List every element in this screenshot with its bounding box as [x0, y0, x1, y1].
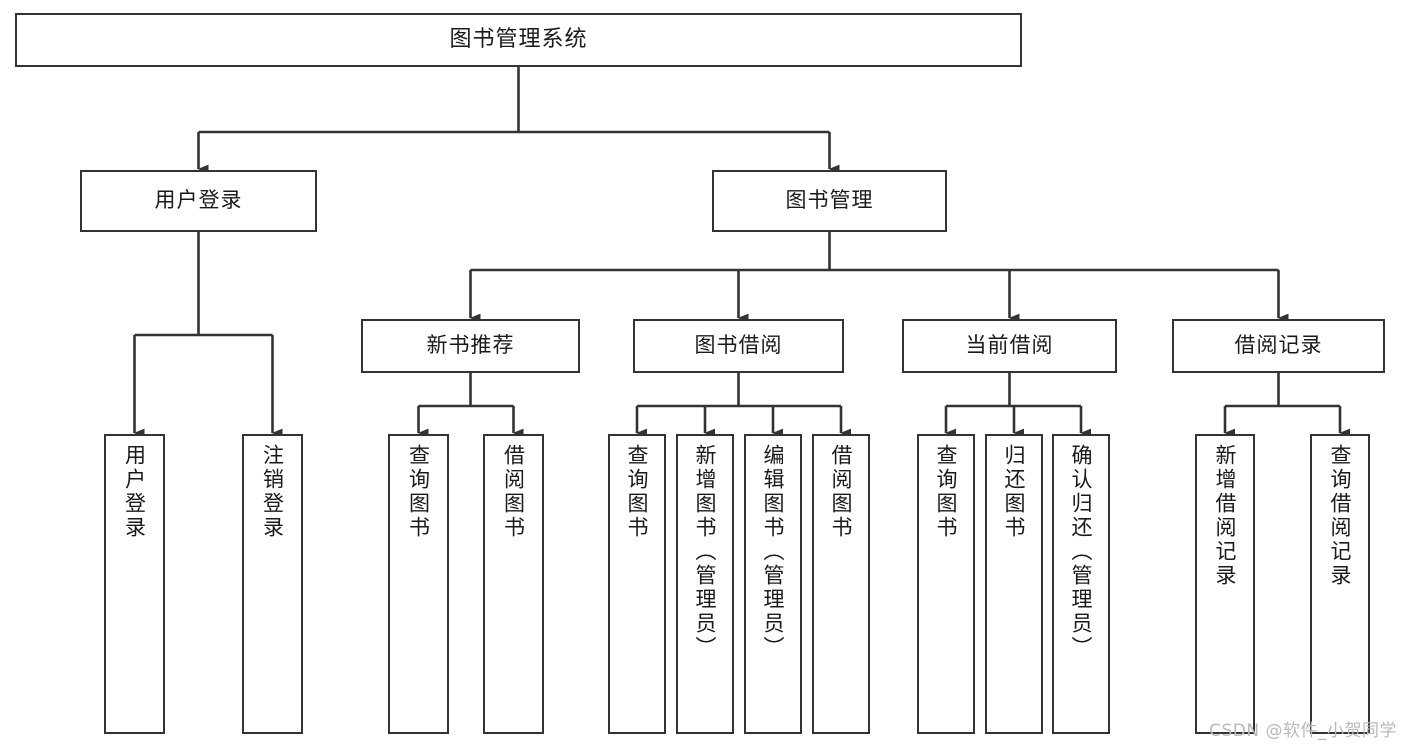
- node-leaf-query-book-2[interactable]: 查询图书: [608, 434, 666, 734]
- node-label: 用户登录: [154, 188, 243, 213]
- node-label: 归还图书: [1002, 444, 1027, 540]
- node-label: 新增借阅记录: [1213, 444, 1238, 588]
- node-leaf-borrow-book-1[interactable]: 借阅图书: [483, 434, 544, 734]
- node-leaf-confirm-return-admin[interactable]: 确认归还（管理员）: [1052, 434, 1110, 734]
- node-leaf-logout-login[interactable]: 注销登录: [242, 434, 303, 734]
- node-current-borrow[interactable]: 当前借阅: [902, 319, 1117, 373]
- node-leaf-add-book-admin[interactable]: 新增图书（管理员）: [676, 434, 734, 734]
- node-book-manage[interactable]: 图书管理: [712, 170, 947, 232]
- node-label: 借阅图书: [829, 444, 854, 540]
- node-leaf-user-login[interactable]: 用户登录: [104, 434, 165, 734]
- node-label: 查询图书: [934, 444, 959, 540]
- node-label: 编辑图书（管理员）: [761, 444, 786, 660]
- node-label: 图书管理系统: [449, 26, 588, 52]
- node-label: 当前借阅: [965, 333, 1054, 358]
- node-label: 用户登录: [122, 444, 147, 540]
- node-label: 查询借阅记录: [1328, 444, 1353, 588]
- node-leaf-add-borrow-record[interactable]: 新增借阅记录: [1195, 434, 1255, 734]
- node-user-login[interactable]: 用户登录: [80, 170, 317, 232]
- node-book-borrow[interactable]: 图书借阅: [633, 319, 844, 373]
- node-label: 图书管理: [785, 188, 874, 213]
- node-label: 查询图书: [625, 444, 650, 540]
- csdn-watermark: CSDN @软件_小贺同学: [1209, 721, 1397, 741]
- node-borrow-record[interactable]: 借阅记录: [1172, 319, 1385, 373]
- node-label: 确认归还（管理员）: [1069, 444, 1094, 660]
- node-leaf-query-book-1[interactable]: 查询图书: [388, 434, 449, 734]
- node-leaf-query-borrow-record[interactable]: 查询借阅记录: [1310, 434, 1370, 734]
- node-label: 新增图书（管理员）: [693, 444, 718, 660]
- node-root[interactable]: 图书管理系统: [15, 13, 1022, 67]
- node-label: 查询图书: [406, 444, 431, 540]
- node-leaf-borrow-book-2[interactable]: 借阅图书: [812, 434, 870, 734]
- node-new-book-recommend[interactable]: 新书推荐: [361, 319, 580, 373]
- node-label: 借阅图书: [501, 444, 526, 540]
- node-leaf-edit-book-admin[interactable]: 编辑图书（管理员）: [744, 434, 802, 734]
- node-label: 借阅记录: [1234, 333, 1323, 358]
- node-leaf-query-book-3[interactable]: 查询图书: [917, 434, 975, 734]
- node-label: 注销登录: [260, 444, 285, 540]
- node-label: 图书借阅: [694, 333, 783, 358]
- node-label: 新书推荐: [426, 333, 515, 358]
- node-leaf-return-book[interactable]: 归还图书: [985, 434, 1043, 734]
